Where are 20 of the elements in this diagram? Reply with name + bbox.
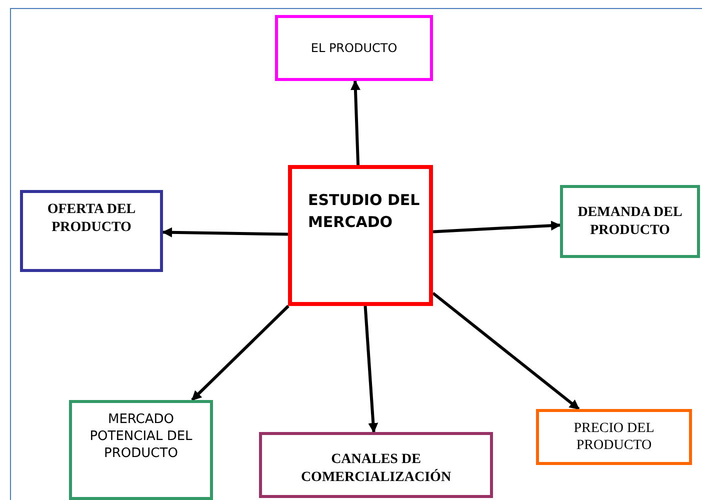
text-box [560, 185, 700, 258]
node-label: ESTUDIO DEL MERCADO [308, 190, 421, 233]
arrow [350, 80, 360, 166]
arrow [364, 306, 378, 433]
text-box [275, 15, 433, 81]
text-box [536, 409, 692, 465]
arrow [432, 292, 580, 410]
node-label: CANALES DE COMERCIALIZACIÓN [300, 451, 452, 487]
node-label: PRECIO DEL PRODUCTO [572, 420, 656, 454]
text-box [69, 400, 213, 500]
node-label: MERCADO POTENCIAL DEL PRODUCTO [88, 411, 194, 462]
arrow [432, 220, 561, 234]
node-label: EL PRODUCTO [310, 40, 398, 57]
text-box [20, 190, 163, 272]
arrow [191, 304, 290, 402]
node-label: OFERTA DEL PRODUCTO [46, 201, 137, 237]
arrow [162, 227, 288, 238]
text-box [259, 432, 493, 498]
node-label: DEMANDA DEL PRODUCTO [576, 204, 684, 240]
text-box [288, 165, 433, 306]
